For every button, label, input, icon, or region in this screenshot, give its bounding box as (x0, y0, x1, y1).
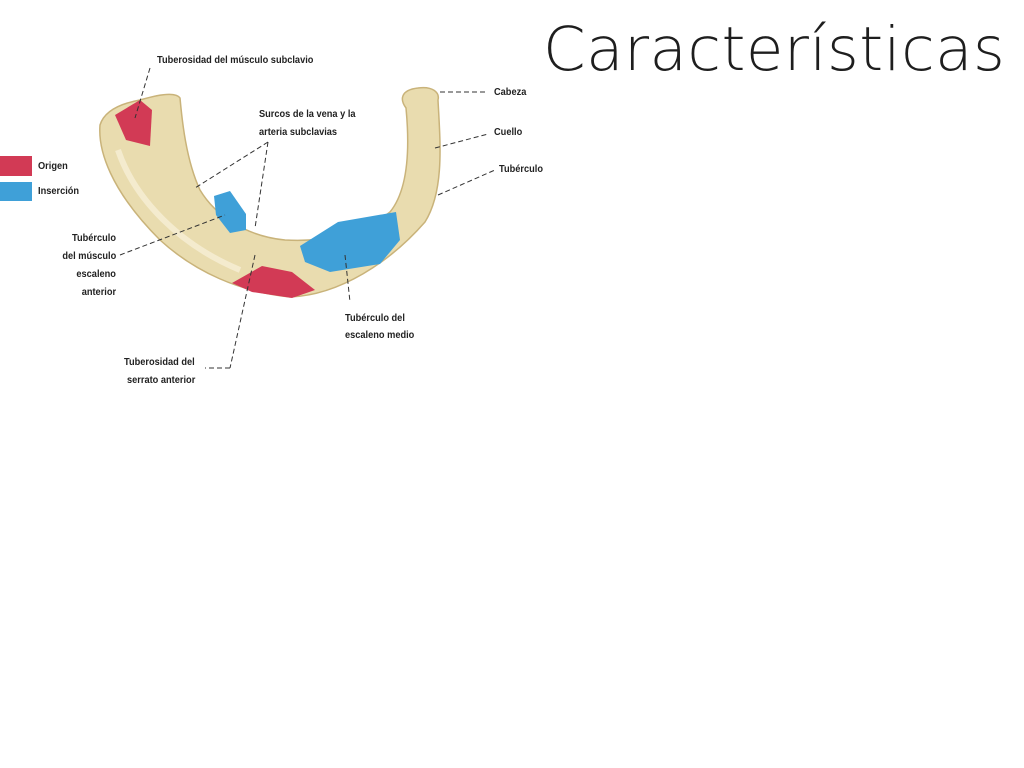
label-escaleno-medio-line2: escaleno medio (345, 329, 415, 341)
label-escaleno-anterior-line2: del músculo (62, 250, 116, 262)
leader-lines (119, 67, 496, 369)
label-escaleno-anterior-line3: escaleno (76, 268, 116, 280)
label-escaleno-anterior-line4: anterior (81, 286, 116, 298)
bone-shading (115, 149, 242, 273)
label-serrato-line2: serrato anterior (127, 374, 196, 386)
legend-swatch-origen (0, 156, 32, 176)
label-serrato-line1: Tuberosidad del (124, 356, 195, 368)
label-surcos-line2: arteria subclavias (259, 126, 338, 138)
label-escaleno-medio-line1: Tubérculo del (345, 312, 405, 324)
legend-label-origen: Origen (38, 160, 68, 172)
origin-area-subclavius (115, 100, 152, 146)
label-tuberculo: Tubérculo (499, 163, 543, 175)
label-surcos-line1: Surcos de la vena y la (259, 108, 356, 120)
label-cuello: Cuello (494, 126, 523, 138)
legend-swatch-insercion (0, 182, 32, 201)
insertion-area-scalenus-medius (300, 212, 400, 272)
origin-area-serratus (232, 266, 315, 298)
label-cabeza: Cabeza (494, 86, 527, 98)
insertion-area-scalenus-anterior (214, 191, 246, 233)
slide-title: Características (543, 14, 1006, 85)
label-escaleno-anterior-line1: Tubérculo (72, 232, 116, 244)
label-tuberosidad-subclavio: Tuberosidad del músculo subclavio (157, 54, 314, 66)
legend-label-insercion: Inserción (38, 185, 80, 197)
